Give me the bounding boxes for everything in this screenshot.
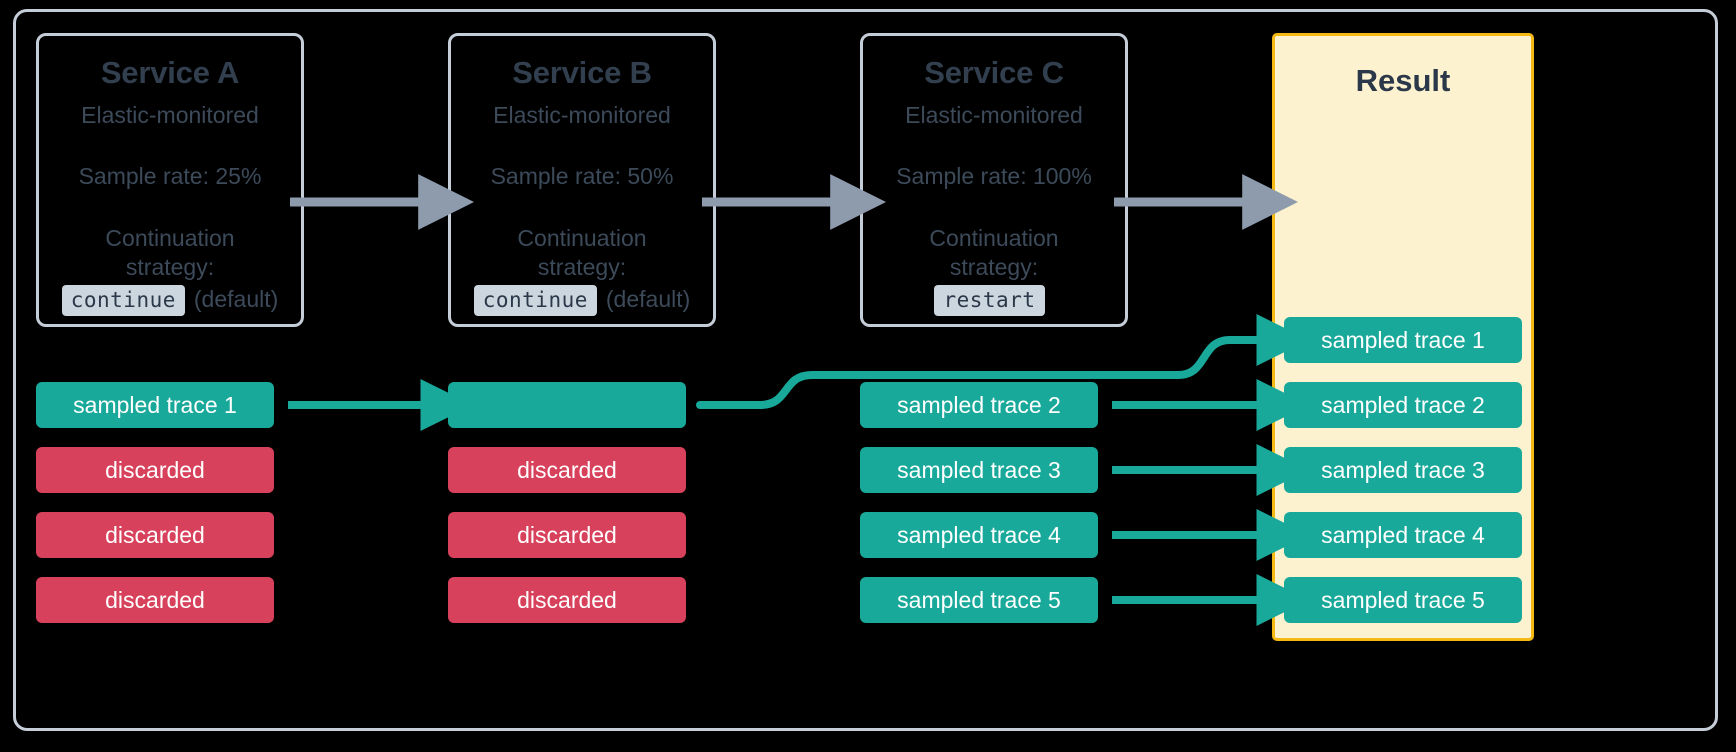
teal-trace-arrows bbox=[288, 314, 1310, 626]
result-trace-5: sampled trace 5 bbox=[1284, 577, 1522, 623]
result-trace-2: sampled trace 2 bbox=[1284, 382, 1522, 428]
service-a-trace-row-3: discarded bbox=[36, 512, 274, 558]
service-box-b: Service B Elastic-monitored Sample rate:… bbox=[448, 33, 716, 327]
result-trace-3: sampled trace 3 bbox=[1284, 447, 1522, 493]
service-box-c: Service C Elastic-monitored Sample rate:… bbox=[860, 33, 1128, 327]
result-trace-1: sampled trace 1 bbox=[1284, 317, 1522, 363]
service-c-subtitle: Elastic-monitored bbox=[905, 102, 1083, 129]
service-c-trace-row-1: sampled trace 2 bbox=[860, 382, 1098, 428]
service-c-trace-row-4: sampled trace 5 bbox=[860, 577, 1098, 623]
result-trace-4: sampled trace 4 bbox=[1284, 512, 1522, 558]
service-c-title: Service C bbox=[924, 55, 1064, 90]
service-a-subtitle: Elastic-monitored bbox=[81, 102, 259, 129]
service-b-trace-row-4: discarded bbox=[448, 577, 686, 623]
service-a-trace-row-2: discarded bbox=[36, 447, 274, 493]
service-b-title: Service B bbox=[512, 55, 652, 90]
service-b-strategy-value: continue bbox=[473, 284, 597, 316]
service-a-sample-rate: Sample rate: 25% bbox=[78, 163, 262, 190]
service-a-strategy-value: continue bbox=[61, 284, 185, 316]
service-a-trace-row-1: sampled trace 1 bbox=[36, 382, 274, 428]
service-c-strategy-label: Continuation strategy: bbox=[929, 224, 1059, 280]
service-b-strategy-row: continue (default) bbox=[473, 284, 691, 316]
service-a-title: Service A bbox=[100, 55, 240, 90]
service-box-a: Service A Elastic-monitored Sample rate:… bbox=[36, 33, 304, 327]
service-c-trace-row-3: sampled trace 4 bbox=[860, 512, 1098, 558]
service-a-strategy-row: continue (default) bbox=[61, 284, 279, 316]
result-title: Result bbox=[1355, 63, 1451, 98]
service-b-subtitle: Elastic-monitored bbox=[493, 102, 671, 129]
service-a-trace-row-4: discarded bbox=[36, 577, 274, 623]
service-b-strategy-label: Continuation strategy: bbox=[517, 224, 647, 280]
service-b-trace-row-1 bbox=[448, 382, 686, 428]
service-b-trace-row-2: discarded bbox=[448, 447, 686, 493]
service-a-strategy-label: Continuation strategy: bbox=[105, 224, 235, 280]
service-a-strategy-note: (default) bbox=[193, 285, 279, 312]
service-b-trace-row-3: discarded bbox=[448, 512, 686, 558]
service-c-sample-rate: Sample rate: 100% bbox=[896, 163, 1092, 190]
service-c-strategy-value: restart bbox=[934, 284, 1045, 316]
service-b-strategy-note: (default) bbox=[605, 285, 691, 312]
service-c-strategy-row: restart bbox=[934, 284, 1053, 316]
service-b-sample-rate: Sample rate: 50% bbox=[490, 163, 674, 190]
service-c-trace-row-2: sampled trace 3 bbox=[860, 447, 1098, 493]
